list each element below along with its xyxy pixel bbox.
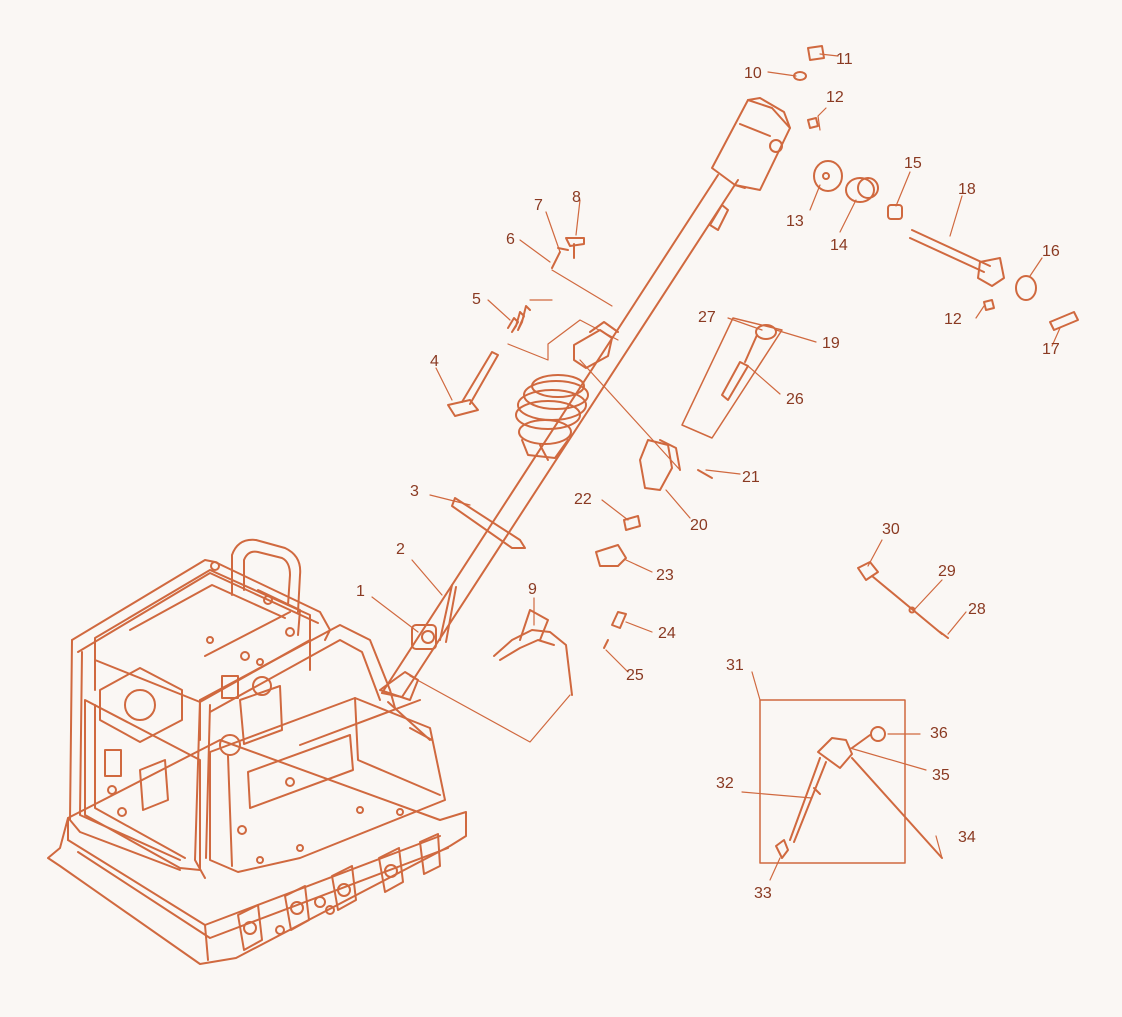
label-36: 36: [930, 725, 948, 742]
label-9: 9: [528, 581, 537, 598]
label-33: 33: [754, 885, 772, 902]
label-16: 16: [1042, 243, 1060, 260]
leader-lines: [371, 53, 1061, 881]
label-34: 34: [958, 829, 976, 846]
label-29: 29: [938, 563, 956, 580]
label-32: 32: [716, 775, 734, 792]
compactor-machine: [47, 538, 467, 965]
label-17: 17: [1042, 341, 1060, 358]
label-14: 14: [830, 237, 848, 254]
label-18: 18: [958, 181, 976, 198]
label-12-bottom: 12: [944, 311, 962, 328]
label-15: 15: [904, 155, 922, 172]
label-35: 35: [932, 767, 950, 784]
label-26: 26: [786, 391, 804, 408]
label-12-top: 12: [826, 89, 844, 106]
handle-assembly: [381, 45, 1079, 864]
label-4: 4: [430, 353, 439, 370]
label-25: 25: [626, 667, 644, 684]
label-21: 21: [742, 469, 760, 486]
label-23: 23: [656, 567, 674, 584]
label-6: 6: [506, 231, 515, 248]
part-labels: 1 2 3 4 5 6 7 8 9 10 11 12 13 14 15 16 1…: [356, 51, 1060, 902]
label-2: 2: [396, 541, 405, 558]
label-20: 20: [690, 517, 708, 534]
label-19: 19: [822, 335, 840, 352]
label-27: 27: [698, 309, 716, 326]
label-13: 13: [786, 213, 804, 230]
label-5: 5: [472, 291, 481, 308]
label-7: 7: [534, 197, 543, 214]
label-10: 10: [744, 65, 762, 82]
label-24: 24: [658, 625, 676, 642]
label-31: 31: [726, 657, 744, 674]
label-8: 8: [572, 189, 581, 206]
label-11: 11: [836, 51, 853, 68]
label-1: 1: [356, 583, 365, 600]
label-28: 28: [968, 601, 986, 618]
label-30: 30: [882, 521, 900, 538]
label-22: 22: [574, 491, 592, 508]
label-3: 3: [410, 483, 419, 500]
